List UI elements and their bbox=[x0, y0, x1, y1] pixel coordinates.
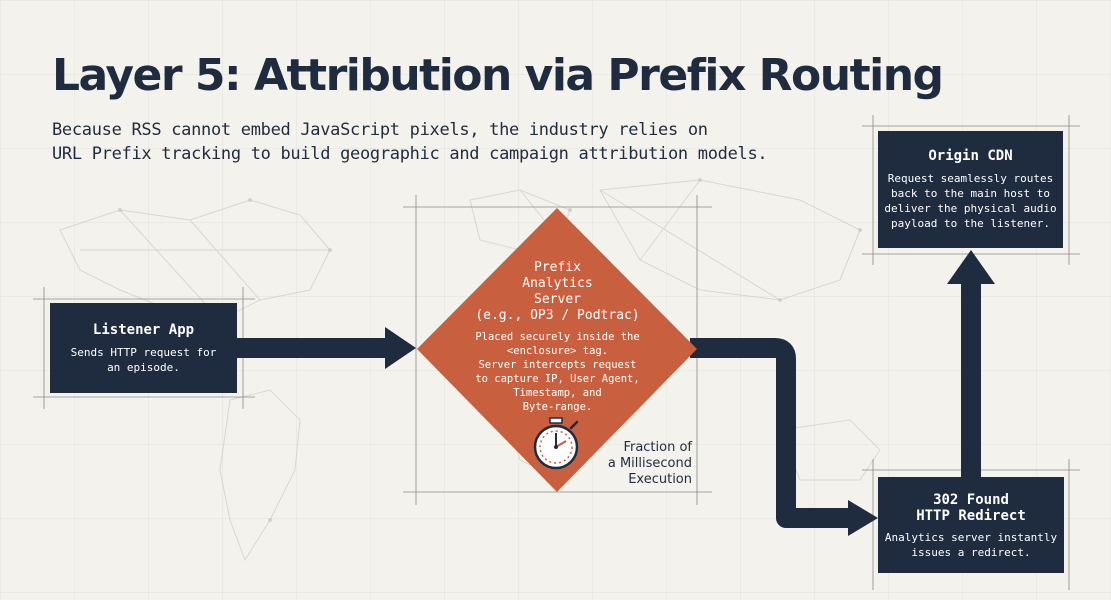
listener-body-line: an episode. bbox=[107, 361, 180, 374]
prefix-body-line: Placed securely inside the bbox=[475, 331, 640, 343]
execution-time-label: Fraction of a Millisecond Execution bbox=[590, 440, 692, 488]
listener-app-title: Listener App bbox=[92, 322, 195, 338]
prefix-server-description: Placed securely inside the <enclosure> t… bbox=[450, 330, 665, 414]
origin-cdn-title: Origin CDN bbox=[928, 148, 1013, 164]
prefix-title-line: Analytics bbox=[522, 276, 593, 291]
listener-app-box: Listener App Sends HTTP request for an e… bbox=[50, 303, 237, 393]
origin-cdn-box: Origin CDN Request seamlessly routes bac… bbox=[878, 131, 1063, 248]
prefix-title-line: Prefix bbox=[534, 260, 581, 275]
origin-body-line: payload to the listener. bbox=[891, 217, 1050, 230]
listener-body-line: Sends HTTP request for bbox=[70, 346, 217, 359]
stopwatch-icon bbox=[533, 417, 579, 470]
redirect-description: Analytics server instantly issues a redi… bbox=[878, 530, 1064, 560]
prefix-body-line: Timestamp, and bbox=[513, 387, 602, 399]
prefix-body-line: Server intercepts request bbox=[478, 359, 637, 371]
redirect-title: 302 Found HTTP Redirect bbox=[878, 492, 1064, 524]
prefix-server-diamond bbox=[417, 208, 697, 492]
origin-cdn-description: Request seamlessly routes back to the ma… bbox=[878, 171, 1063, 231]
arrow-redirect-to-origin bbox=[947, 250, 995, 477]
subtitle-line-2: URL Prefix tracking to build geographic … bbox=[52, 144, 768, 164]
origin-body-line: deliver the physical audio bbox=[884, 202, 1057, 215]
origin-body-line: Request seamlessly routes bbox=[887, 172, 1054, 185]
arrow-prefix-to-redirect bbox=[690, 338, 878, 536]
prefix-title-line: Server bbox=[534, 292, 581, 307]
redirect-body-line: Analytics server instantly bbox=[884, 531, 1058, 544]
redirect-title-line: HTTP Redirect bbox=[916, 508, 1026, 524]
prefix-body-line: to capture IP, User Agent, bbox=[475, 373, 640, 385]
page-title: Layer 5: Attribution via Prefix Routing bbox=[52, 50, 944, 101]
redirect-body-line: issues a redirect. bbox=[911, 546, 1031, 559]
arrow-listener-to-prefix bbox=[237, 327, 416, 369]
redirect-box: 302 Found HTTP Redirect Analytics server… bbox=[878, 477, 1064, 573]
subtitle-line-1: Because RSS cannot embed JavaScript pixe… bbox=[52, 120, 708, 140]
page-subtitle: Because RSS cannot embed JavaScript pixe… bbox=[52, 118, 768, 166]
prefix-server-title: Prefix Analytics Server (e.g., OP3 / Pod… bbox=[450, 260, 665, 324]
listener-app-description: Sends HTTP request for an episode. bbox=[50, 345, 237, 375]
prefix-server-text: Prefix Analytics Server (e.g., OP3 / Pod… bbox=[450, 260, 665, 414]
prefix-body-line: Byte-range. bbox=[522, 401, 593, 413]
redirect-title-line: 302 Found bbox=[933, 492, 1009, 508]
timer-label-line: a Millisecond bbox=[607, 456, 692, 471]
timer-label-line: Execution bbox=[628, 472, 692, 487]
prefix-title-line: (e.g., OP3 / Podtrac) bbox=[475, 308, 640, 323]
prefix-body-line: <enclosure> tag. bbox=[506, 345, 609, 357]
timer-label-line: Fraction of bbox=[623, 440, 692, 455]
origin-body-line: back to the main host to bbox=[891, 187, 1050, 200]
